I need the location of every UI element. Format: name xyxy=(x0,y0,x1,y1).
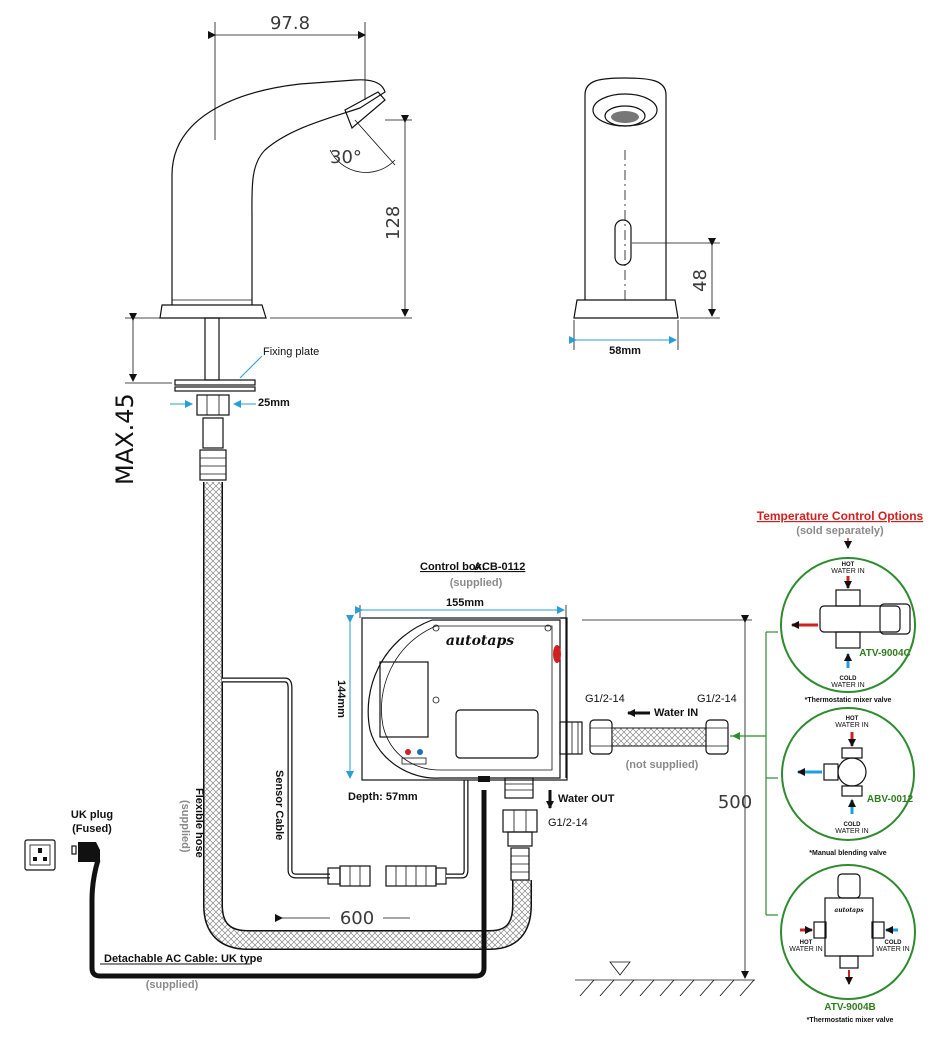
tap-angle-dim: 30° xyxy=(330,147,362,168)
hose-length-value: 600 xyxy=(340,908,374,929)
uk-plug-label: UK plug xyxy=(71,809,113,821)
water-in-label: Water IN xyxy=(654,707,698,719)
option3-cold-sub: WATER IN xyxy=(876,946,909,953)
control-box-width-dim: 155mm xyxy=(446,597,484,609)
option-abv-0012: HOT WATER IN COLD WATER IN ABV-0012 *Man… xyxy=(781,707,915,857)
flexible-hose-label: Flexible hose xyxy=(193,788,205,858)
control-box-title-prefix: Control box: xyxy=(420,561,485,573)
option1-model: ATV-9004C xyxy=(859,648,911,659)
fixing-plate-label: Fixing plate xyxy=(263,346,319,358)
sensor-height-dim: 48 xyxy=(690,269,711,292)
ac-cable-label: Detachable AC Cable: UK type xyxy=(104,953,263,965)
flexible-hose: Flexible hose (supplied) xyxy=(179,482,532,950)
inlet-thread-left: G1/2-14 xyxy=(585,693,625,705)
option3-brand: autotaps xyxy=(834,907,864,914)
inlet-thread-right: G1/2-14 xyxy=(697,693,737,705)
max-thickness-dim: MAX.45 xyxy=(111,393,139,485)
tap-side-view: 97.8 30° 128 Fixing plate 25mm xyxy=(111,13,412,485)
option2-model: ABV-0012 xyxy=(867,794,914,805)
temperature-options-subtitle: (sold separately) xyxy=(796,525,884,537)
option2-cold-sub: WATER IN xyxy=(835,828,868,835)
tap-front-view: 48 58mm xyxy=(569,77,720,357)
sensor-cable-label: Sensor Cable xyxy=(273,770,285,840)
base-width-dim: 58mm xyxy=(609,345,641,357)
outlet-fitting: Water OUT G1/2-14 xyxy=(502,790,615,881)
height-dim-500: 500 xyxy=(575,615,755,997)
option2-hot-sub: WATER IN xyxy=(835,722,868,729)
sensor-cable: Sensor Cable xyxy=(222,677,469,887)
temperature-options-title: Temperature Control Options xyxy=(757,509,924,523)
ac-cable: Detachable AC Cable: UK type (supplied) xyxy=(89,790,487,991)
option-atv-9004c: HOT WATER IN COLD WATER IN ATV-9004C *Th… xyxy=(780,557,916,704)
control-box-brand: autotaps xyxy=(446,633,514,649)
option3-hot-sub: WATER IN xyxy=(789,946,822,953)
hose-length-dim: 600 xyxy=(275,908,410,929)
tap-width-dim: 97.8 xyxy=(270,13,310,34)
option1-cold-sub: WATER IN xyxy=(831,682,864,689)
option-atv-9004b: autotaps HOT WATER IN COLD WATER IN ATV-… xyxy=(780,864,916,1024)
control-box: Control box: ACB-0112 (supplied) 155mm 1… xyxy=(335,561,583,803)
uk-plug-fused-label: (Fused) xyxy=(72,823,112,835)
flexible-hose-note: (supplied) xyxy=(179,800,191,853)
water-in-note: (not supplied) xyxy=(626,759,699,771)
option3-caption: *Thermostatic mixer valve xyxy=(807,1017,894,1024)
ac-cable-note: (supplied) xyxy=(146,979,199,991)
height-500-value: 500 xyxy=(718,792,752,813)
option1-hot-label: HOT xyxy=(842,562,855,568)
option2-caption: *Manual blending valve xyxy=(809,850,887,857)
control-box-depth-dim: Depth: 57mm xyxy=(348,791,418,803)
option1-caption: *Thermostatic mixer valve xyxy=(805,697,892,704)
thread-dim: 25mm xyxy=(258,397,290,409)
water-out-label: Water OUT xyxy=(558,793,615,805)
temperature-options: Temperature Control Options (sold separa… xyxy=(730,509,924,1024)
inlet-hose: G1/2-14 G1/2-14 Water IN (not supplied) xyxy=(585,693,737,771)
control-box-model: ACB-0112 xyxy=(474,561,525,573)
option3-model: ATV-9004B xyxy=(824,1002,876,1013)
uk-plug: UK plug (Fused) xyxy=(24,809,113,871)
option3-hot-label: HOT xyxy=(800,940,813,946)
option3-cold-label: COLD xyxy=(885,940,903,946)
option1-hot-sub: WATER IN xyxy=(831,568,864,575)
option1-cold-label: COLD xyxy=(840,676,858,682)
control-box-height-dim: 144mm xyxy=(335,680,347,718)
control-box-note: (supplied) xyxy=(450,577,503,589)
tap-height-dim: 128 xyxy=(383,206,404,240)
option2-cold-label: COLD xyxy=(844,822,862,828)
outlet-thread-label: G1/2-14 xyxy=(548,817,588,829)
option2-hot-label: HOT xyxy=(846,716,859,722)
